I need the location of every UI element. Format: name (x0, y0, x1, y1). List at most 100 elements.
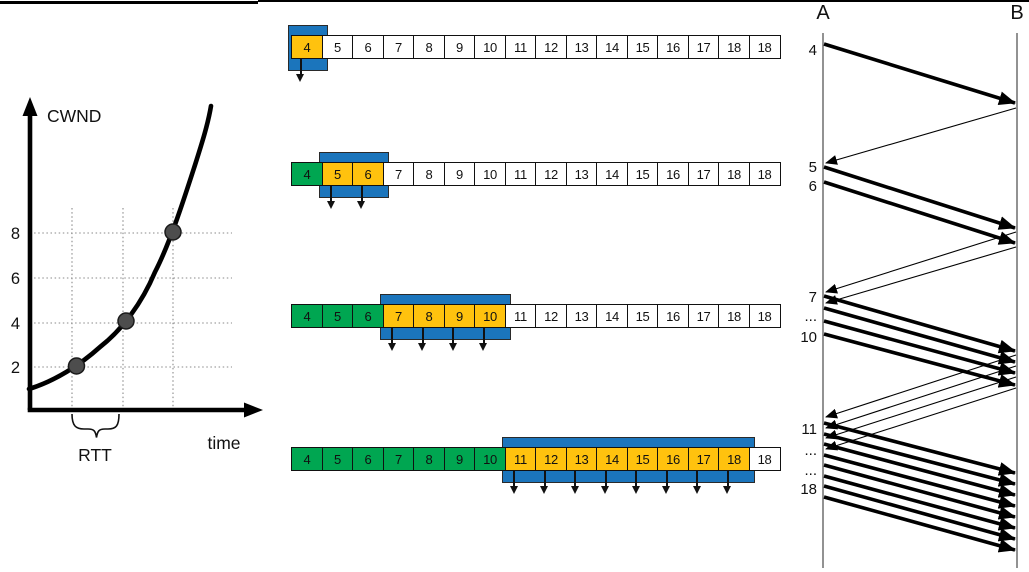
segment-cell-11: 11 (504, 162, 537, 186)
data-segment-arrow (823, 421, 1016, 476)
send-arrow-head (723, 486, 731, 494)
segment-cell-8: 8 (413, 447, 445, 471)
rtt-brace (71, 413, 120, 438)
send-arrow-head (601, 486, 609, 494)
gridlines (30, 208, 232, 408)
sequence-label-6: 6 (809, 178, 817, 195)
sequence-label-7: 7 (809, 289, 817, 306)
send-arrow-shaft (299, 59, 302, 75)
segment-cell-14: 14 (596, 447, 628, 471)
segment-cell-18: 18 (718, 447, 750, 471)
ack-arrow (825, 376, 1017, 440)
x-axis-arrowhead (244, 402, 263, 418)
segment-cell-5: 5 (321, 447, 354, 471)
segment-cell-16: 16 (657, 35, 689, 59)
send-arrow-head (662, 486, 670, 494)
ack-arrows (825, 107, 1017, 451)
sequence-label-dotdotdot: ... (804, 308, 817, 325)
data-arrows (823, 42, 1016, 553)
segment-cell-16: 16 (657, 162, 689, 186)
send-arrow-shaft (543, 471, 546, 487)
data-segment-arrow (823, 42, 1016, 105)
send-arrow-shaft (421, 328, 424, 344)
segment-cell-15: 15 (626, 304, 659, 328)
point-cwnd-2 (67, 357, 86, 375)
data-segment-arrow (823, 319, 1016, 376)
data-segment-arrow (823, 306, 1016, 365)
segment-cell-15: 15 (626, 162, 659, 186)
cwnd-growth-chart: CWND time RTT 8 6 4 2 (11, 97, 263, 465)
send-arrow-shaft (635, 471, 637, 487)
send-arrow-head (296, 74, 304, 82)
segment-cell-6: 6 (352, 35, 384, 59)
segment-cell-5: 5 (321, 304, 354, 328)
ytick-6: 6 (11, 270, 20, 288)
segment-cell-5: 5 (321, 162, 354, 186)
endpoint-b-label: B (1010, 2, 1023, 24)
send-arrow-head (692, 486, 701, 494)
send-arrow-shaft (726, 471, 729, 487)
segment-cell-18: 18 (748, 304, 781, 328)
segment-cell-10: 10 (474, 447, 506, 471)
segment-cell-8: 8 (413, 35, 445, 59)
segment-cell-7: 7 (382, 35, 415, 59)
segment-cell-12: 12 (535, 162, 567, 186)
segment-cell-9: 9 (443, 447, 476, 471)
x-axis-title: time (207, 433, 240, 453)
segment-cell-6: 6 (352, 162, 384, 186)
segment-cell-11: 11 (504, 35, 537, 59)
send-arrow-head (631, 486, 640, 494)
segment-cell-9: 9 (443, 35, 476, 59)
segment-cell-4: 4 (291, 162, 323, 186)
data-segment-arrow (823, 332, 1016, 388)
data-segment-arrow (823, 484, 1016, 542)
segment-cell-11: 11 (504, 447, 537, 471)
ack-arrow (825, 246, 1017, 305)
send-arrow-head (448, 343, 457, 351)
segment-cell-17: 17 (687, 35, 720, 59)
send-arrow-head (326, 201, 335, 209)
point-cwnd-4 (117, 312, 135, 330)
top-border-segment-left (0, 1, 258, 4)
sequence-label-dotdotdot: ... (804, 442, 817, 459)
send-arrow-shaft (665, 471, 668, 487)
ytick-8: 8 (11, 225, 20, 243)
y-axis-title: CWND (47, 106, 101, 126)
segment-cell-7: 7 (382, 304, 415, 328)
segment-cell-13: 13 (565, 35, 598, 59)
send-arrow-shaft (574, 471, 576, 487)
ack-arrow (825, 107, 1017, 165)
segment-cell-6: 6 (352, 447, 384, 471)
segment-cell-10: 10 (474, 304, 506, 328)
data-segment-arrow (823, 165, 1016, 230)
cwnd-data-points (67, 223, 182, 375)
segment-cell-18: 18 (748, 35, 781, 59)
segment-cell-12: 12 (535, 35, 567, 59)
segment-cell-6: 6 (352, 304, 384, 328)
segment-cell-18: 18 (718, 162, 750, 186)
segment-cell-9: 9 (443, 304, 476, 328)
sequence-label-5: 5 (809, 159, 817, 176)
segment-cell-17: 17 (687, 304, 720, 328)
top-border-segment-right (258, 0, 1029, 2)
segment-cell-15: 15 (626, 35, 659, 59)
segment-cell-8: 8 (413, 304, 445, 328)
send-arrow-shaft (360, 186, 363, 202)
segment-cell-7: 7 (382, 447, 415, 471)
segment-cell-14: 14 (596, 35, 628, 59)
segment-cell-18: 18 (718, 35, 750, 59)
send-arrow-shaft (452, 328, 454, 344)
segment-cell-18: 18 (718, 304, 750, 328)
axes (22, 97, 263, 418)
ytick-4: 4 (11, 315, 20, 333)
y-tick-labels: 8 6 4 2 (11, 225, 20, 377)
segment-cell-18: 18 (748, 162, 781, 186)
send-arrow-shaft (391, 328, 393, 344)
segment-cell-17: 17 (687, 447, 720, 471)
ack-arrow (825, 231, 1017, 294)
segment-cell-14: 14 (596, 304, 628, 328)
send-arrow-shaft (482, 328, 485, 344)
sequence-label-11: 11 (801, 421, 817, 438)
